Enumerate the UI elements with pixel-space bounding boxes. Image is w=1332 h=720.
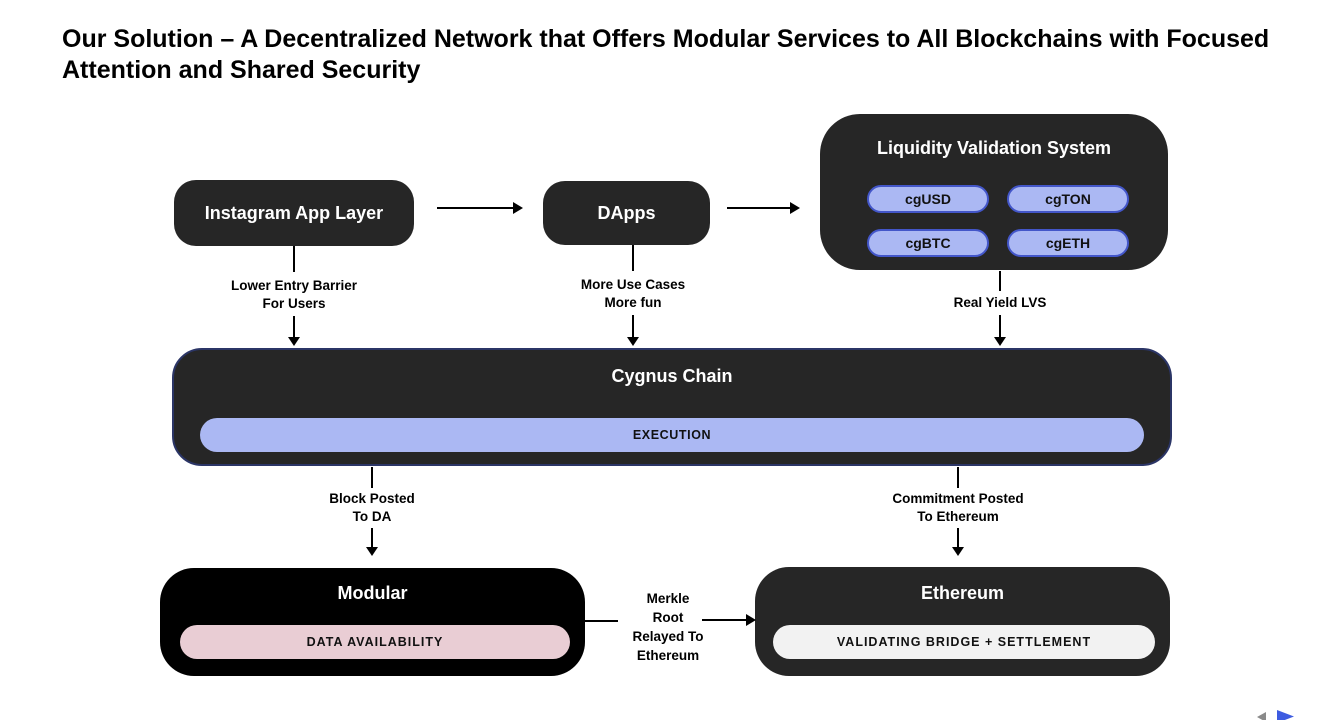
connector-label-line: For Users — [262, 296, 326, 311]
connector-line-lvs — [999, 271, 1001, 291]
pill-data-availability: DATA AVAILABILITY — [180, 625, 570, 659]
previous-slide-icon[interactable] — [1257, 712, 1266, 720]
connector-label-line: More Use Cases — [580, 277, 686, 292]
connector-label-line: Root — [652, 610, 684, 625]
connector-label-to-ethereum: Commitment Posted To Ethereum — [858, 490, 1058, 526]
connector-line-to-modular — [371, 467, 373, 488]
pill-cgton: cgTON — [1007, 185, 1129, 213]
node-dapps-label: DApps — [597, 202, 656, 223]
connector-label-line: To Ethereum — [917, 509, 999, 524]
connector-label-to-modular: Block Posted To DA — [272, 490, 472, 526]
down-arrow-to-ethereum — [952, 528, 964, 556]
node-ethereum-title: Ethereum — [920, 583, 1005, 603]
node-dapps: DApps — [543, 181, 710, 245]
connector-label-line: To DA — [352, 509, 392, 524]
arrow-dapps-to-lvs — [727, 202, 800, 214]
pill-cgbtc: cgBTC — [867, 229, 989, 257]
connector-line-instagram — [293, 246, 295, 272]
connector-line-to-ethereum — [957, 467, 959, 488]
node-cygnus-title: Cygnus Chain — [611, 366, 733, 386]
pill-cgeth: cgETH — [1007, 229, 1129, 257]
node-modular-title: Modular — [337, 583, 408, 603]
connector-label-instagram: Lower Entry Barrier For Users — [194, 277, 394, 313]
node-lvs-title: Liquidity Validation System — [876, 138, 1112, 158]
right-arrow-merkle — [702, 614, 756, 626]
pill-validating-bridge-settlement: VALIDATING BRIDGE + SETTLEMENT — [773, 625, 1155, 659]
connector-label-line: More fun — [604, 295, 662, 310]
node-ethereum: Ethereum VALIDATING BRIDGE + SETTLEMENT — [755, 567, 1170, 676]
connector-label-lvs: Real Yield LVS — [900, 294, 1100, 312]
slide-title: Our Solution – A Decentralized Network t… — [62, 25, 1270, 84]
connector-label-dapps: More Use Cases More fun — [533, 276, 733, 312]
pill-cgusd: cgUSD — [867, 185, 989, 213]
connector-label-line: Block Posted — [329, 491, 415, 506]
connector-label-line: Commitment Posted — [892, 491, 1024, 506]
down-arrow-lvs — [994, 315, 1006, 346]
down-arrow-to-modular — [366, 528, 378, 556]
arrow-instagram-to-dapps — [437, 202, 523, 214]
connector-line-modular-to-ethereum — [585, 620, 618, 622]
node-modular: Modular DATA AVAILABILITY — [160, 568, 585, 676]
connector-label-line: Ethereum — [636, 648, 700, 663]
node-cygnus-chain: Cygnus Chain EXECUTION — [172, 348, 1172, 466]
connector-label-line: Merkle — [646, 591, 690, 606]
connector-label-line: Relayed To — [632, 629, 704, 644]
node-liquidity-validation-system: Liquidity Validation System cgUSD cgTON … — [820, 114, 1168, 270]
down-arrow-instagram — [288, 316, 300, 346]
connector-label-line: Lower Entry Barrier — [230, 278, 358, 293]
node-instagram-app-layer: Instagram App Layer — [174, 180, 414, 246]
connector-label-line: Real Yield LVS — [953, 295, 1047, 310]
node-instagram-label: Instagram App Layer — [204, 202, 384, 223]
pill-execution: EXECUTION — [200, 418, 1144, 452]
next-slide-icon[interactable] — [1277, 710, 1294, 720]
down-arrow-dapps — [627, 315, 639, 346]
connector-line-dapps — [632, 245, 634, 271]
connector-label-merkle: Merkle Root Relayed To Ethereum — [593, 589, 743, 665]
